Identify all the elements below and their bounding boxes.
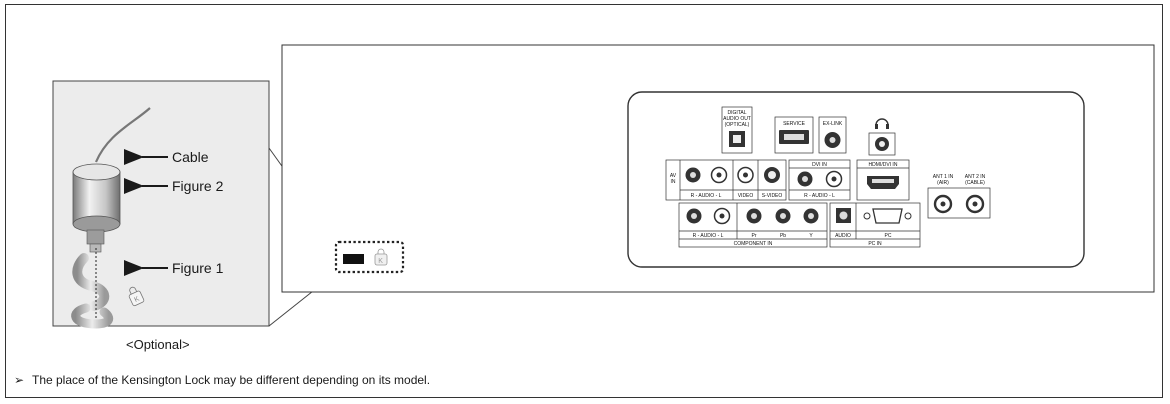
svg-text:VIDEO: VIDEO xyxy=(738,193,754,199)
pc-in-group: AUDIO PC PC IN xyxy=(829,202,921,248)
svg-text:R - AUDIO - L: R - AUDIO - L xyxy=(693,233,724,239)
dvi-in-group: DVI IN R - AUDIO - L xyxy=(788,159,851,201)
svg-text:R - AUDIO - L: R - AUDIO - L xyxy=(691,193,722,199)
svg-text:EX-LINK: EX-LINK xyxy=(823,121,843,127)
antenna-ports: ANT 1 IN (AIR) ANT 2 IN (CABLE) xyxy=(927,174,991,219)
svg-text:IN: IN xyxy=(671,179,676,185)
callout-cable: Cable xyxy=(172,149,209,165)
svg-text:R - AUDIO - L: R - AUDIO - L xyxy=(804,193,835,199)
callout-figure-1: Figure 1 xyxy=(172,260,224,276)
svg-text:AV: AV xyxy=(670,173,677,179)
svg-text:PC: PC xyxy=(885,233,892,239)
svg-text:DIGITAL: DIGITAL xyxy=(727,110,746,116)
svg-text:AUDIO OUT: AUDIO OUT xyxy=(723,116,751,122)
svg-text:(OPTICAL): (OPTICAL) xyxy=(725,122,750,128)
callout-arrows xyxy=(124,149,168,276)
svg-text:SERVICE: SERVICE xyxy=(783,121,806,127)
svg-text:Pr: Pr xyxy=(752,233,757,239)
note-text: The place of the Kensington Lock may be … xyxy=(32,373,431,387)
exlink-port: EX-LINK xyxy=(818,116,847,154)
svg-text:DVI IN: DVI IN xyxy=(812,162,827,168)
note-line: ➢ The place of the Kensington Lock may be… xyxy=(14,373,430,387)
svg-text:AUDIO: AUDIO xyxy=(835,233,851,239)
callout-figure-2: Figure 2 xyxy=(172,178,224,194)
connector-panel: DIGITAL AUDIO OUT (OPTICAL) SERVICE EX-L… xyxy=(627,91,1085,268)
headphone-port xyxy=(868,118,896,156)
hdmi-dvi-in-port: HDMI/DVI IN xyxy=(856,159,910,201)
svg-text:K: K xyxy=(133,295,140,303)
service-port: SERVICE xyxy=(774,116,814,154)
note-bullet: ➢ xyxy=(14,373,25,387)
svg-text:ANT 2 IN: ANT 2 IN xyxy=(965,174,986,180)
digital-audio-out-port: DIGITAL AUDIO OUT (OPTICAL) xyxy=(721,106,753,154)
svg-text:ANT 1 IN: ANT 1 IN xyxy=(933,174,954,180)
svg-text:K: K xyxy=(378,258,383,265)
svg-text:Pb: Pb xyxy=(780,233,786,239)
av-in-group: AV IN R - AUDIO - L VIDEO S-VIDEO xyxy=(665,159,787,201)
component-in-group: R - AUDIO - L Pr Pb Y COMPONENT IN xyxy=(678,202,828,248)
svg-text:COMPONENT IN: COMPONENT IN xyxy=(734,241,773,247)
optional-label: <Optional> xyxy=(126,337,190,352)
svg-text:(CABLE): (CABLE) xyxy=(965,180,985,186)
cable-illustration: K xyxy=(71,107,151,329)
svg-text:HDMI/DVI IN: HDMI/DVI IN xyxy=(869,162,898,168)
svg-text:S-VIDEO: S-VIDEO xyxy=(762,193,783,199)
svg-text:PC IN: PC IN xyxy=(868,241,882,247)
kensington-slot-marker: K xyxy=(334,240,405,274)
svg-text:(AIR): (AIR) xyxy=(937,180,949,186)
svg-text:Y: Y xyxy=(809,233,813,239)
page-frame xyxy=(5,4,1163,398)
